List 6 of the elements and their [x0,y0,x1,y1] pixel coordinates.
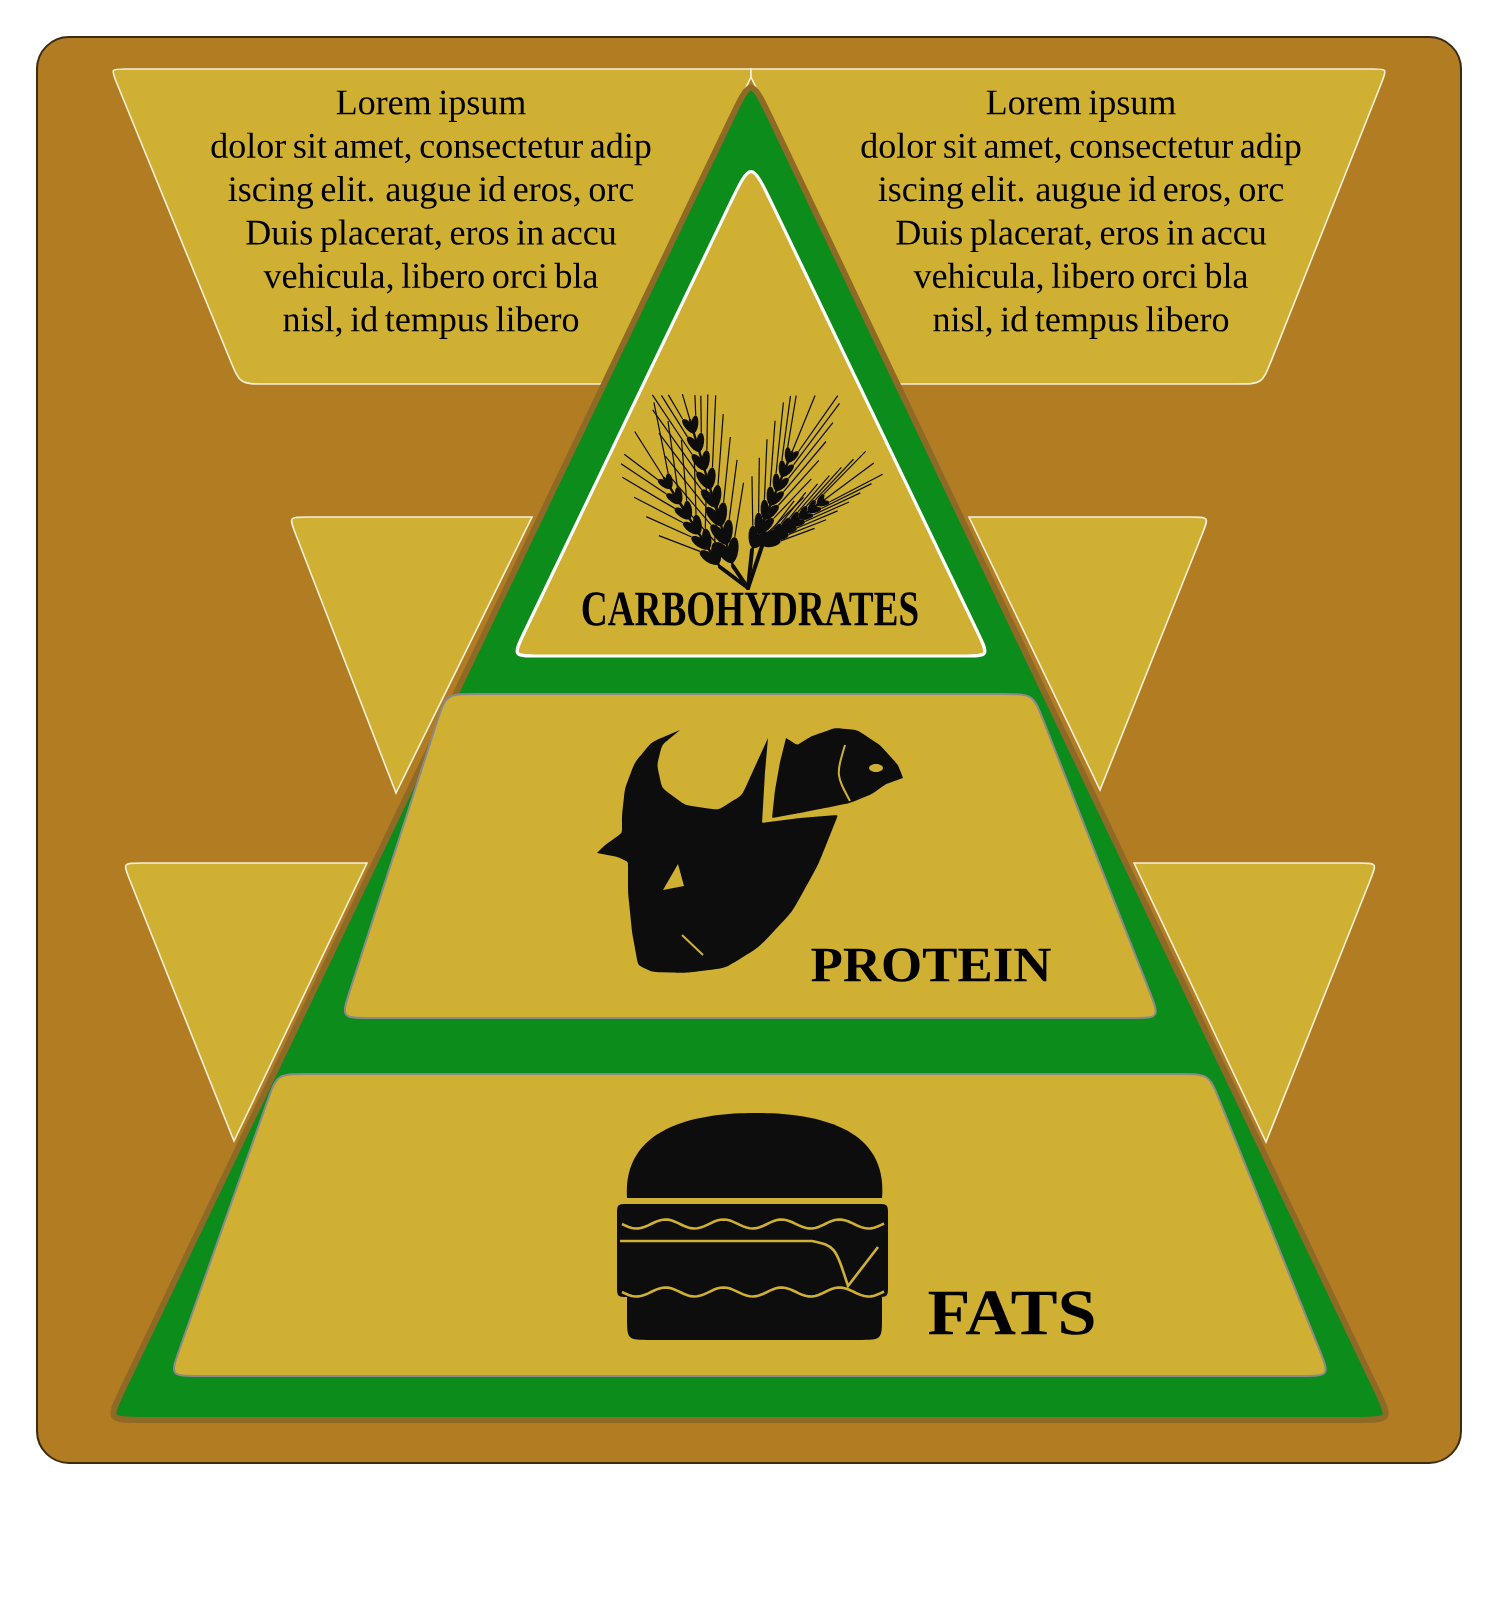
text-panel: Lorem ipsum dolor sit amet, consectetur adip iscing elit. augue id eros, orc Duis placerat, eros in accu vehicula, libero orci bla nisl, id tempus libero [750,68,1386,385]
triangle-tab [968,516,1208,791]
triangle-tab [124,862,368,1142]
triangle-tab [1133,862,1376,1143]
triangle-tab [290,516,533,794]
text-panel: Lorem ipsum dolor sit amet, consectetur adip iscing elit. augue id eros, orc Duis placerat, eros in accu vehicula, libero orci bla nisl, id tempus libero [112,68,752,385]
